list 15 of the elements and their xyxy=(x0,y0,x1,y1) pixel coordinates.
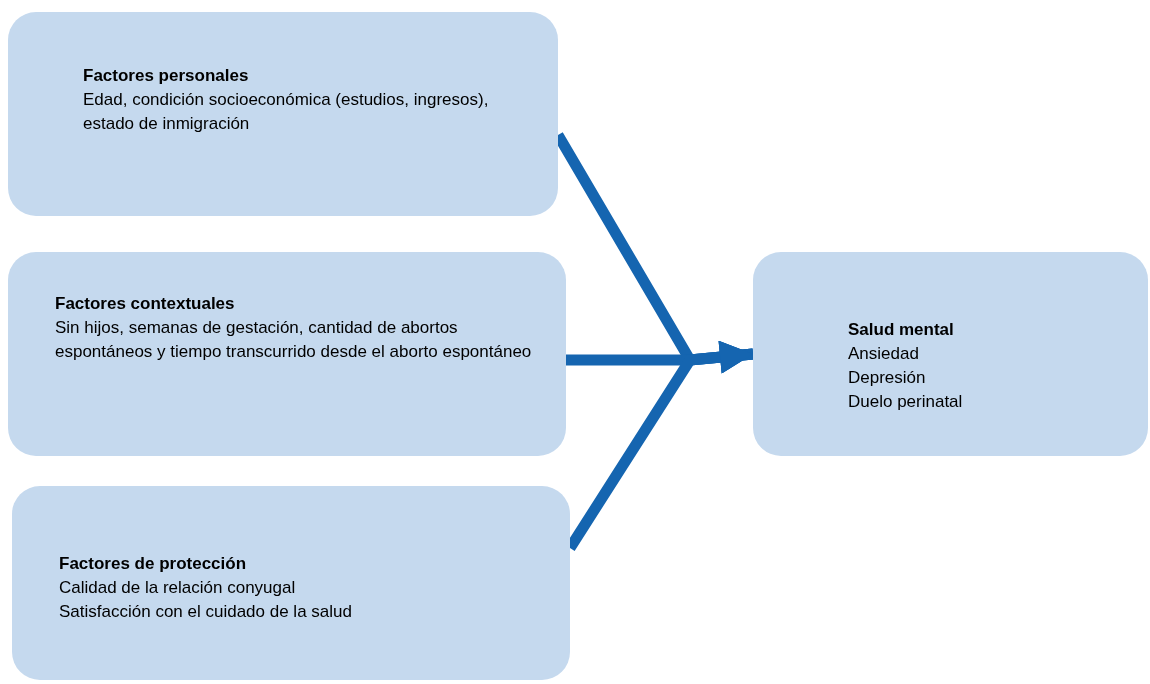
box-text: Ansiedad xyxy=(848,343,920,365)
box-heading: Factores contextuales xyxy=(55,293,236,315)
box-text: Calidad de la relación conyugal xyxy=(59,577,297,599)
box-text: Satisfacción con el cuidado de la salud xyxy=(59,601,353,623)
box-heading: Factores de protección xyxy=(59,553,248,575)
box-heading: Factores personales xyxy=(83,65,250,87)
factor-box xyxy=(8,252,566,456)
box-text: Sin hijos, semanas de gestación, cantidad de abortos espontáneos y tiempo transcurrido desde el aborto espontáneo xyxy=(55,317,533,363)
factor-box xyxy=(8,12,558,216)
factor-box xyxy=(753,252,1148,456)
box-text: Duelo perinatal xyxy=(848,391,964,413)
factor-box xyxy=(12,486,570,680)
box-heading: Salud mental xyxy=(848,319,955,341)
box-text: Edad, condición socioeconómica (estudios, ingresos), estado de inmigración xyxy=(83,89,490,135)
box-text: Depresión xyxy=(848,367,927,389)
